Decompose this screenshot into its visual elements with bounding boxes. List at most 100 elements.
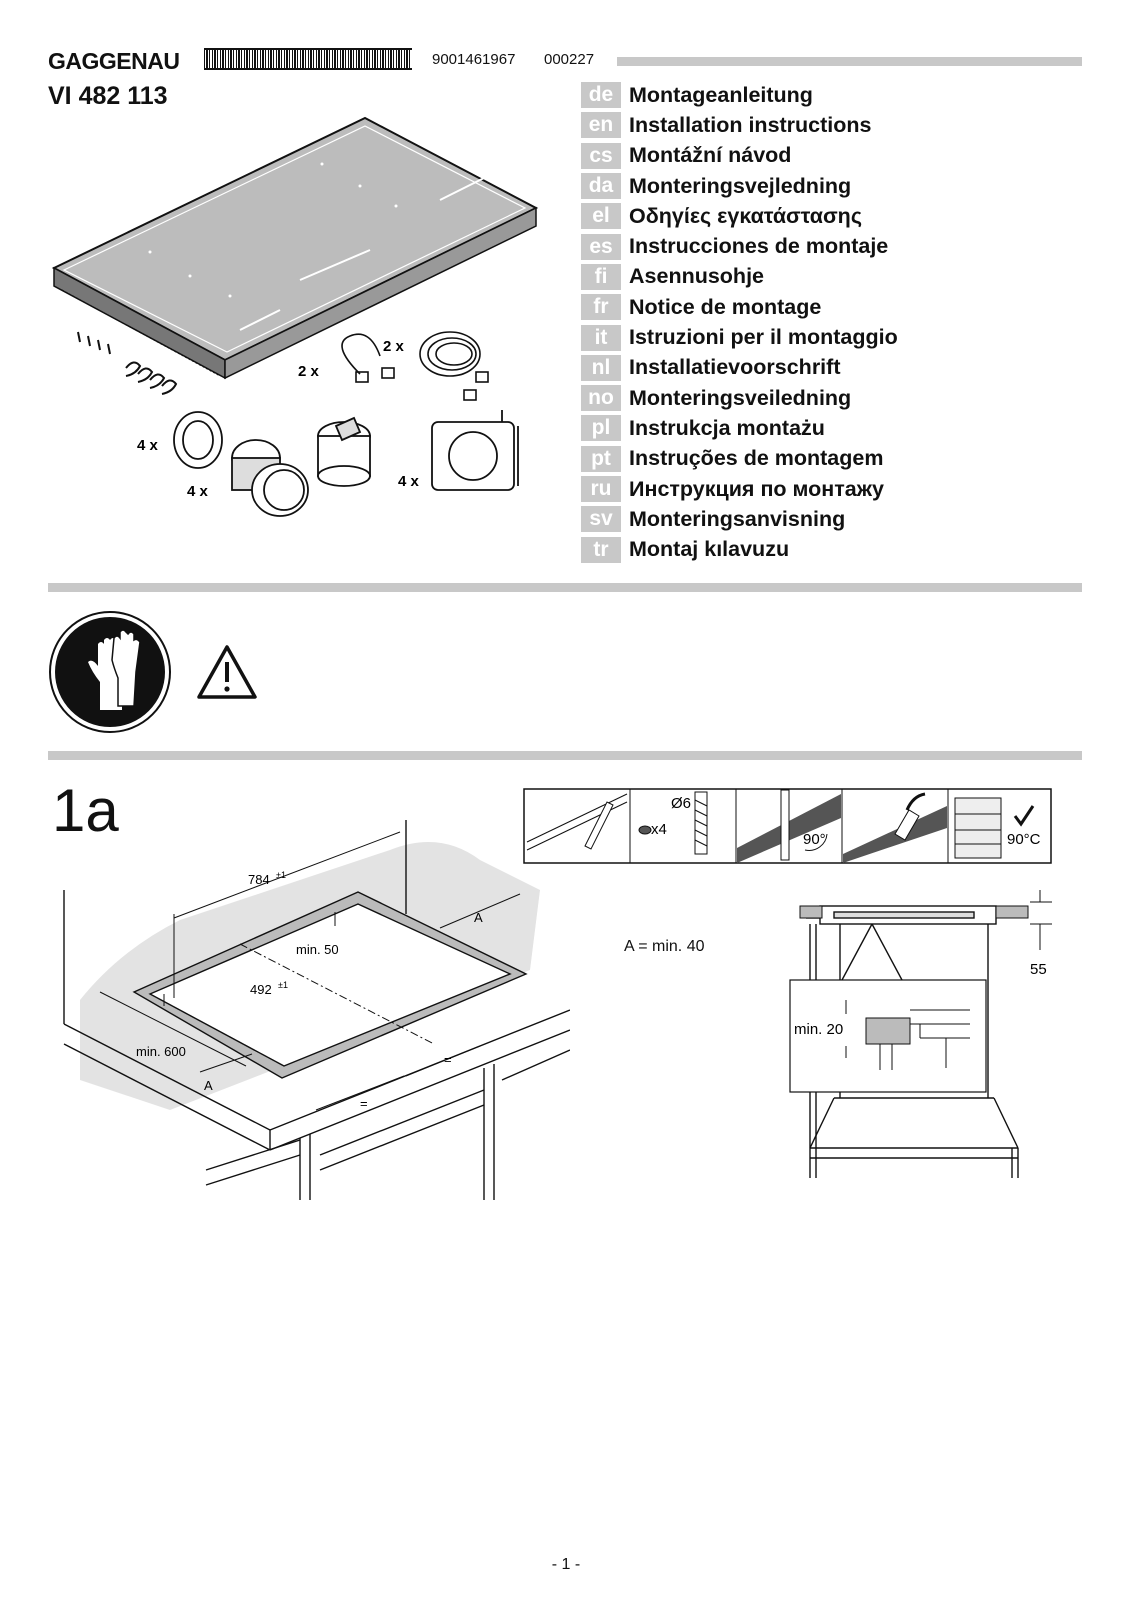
header-rule — [617, 57, 1082, 66]
detail-view — [789, 979, 987, 1093]
language-item: en Installation instructions — [581, 110, 941, 140]
language-title: Notice de montage — [629, 294, 822, 319]
saw-blade-icon — [737, 789, 841, 863]
warning-triangle-icon — [197, 645, 257, 699]
language-title: Monteringsveiledning — [629, 385, 852, 410]
language-code: en — [581, 112, 621, 139]
language-item: fr Notice de montage — [581, 292, 941, 322]
language-item: nl Installatievoorschrift — [581, 353, 941, 383]
knobs-qty: 4 x — [187, 483, 209, 500]
language-item: tr Montaj kılavuzu — [581, 534, 941, 564]
min-20-label: min. 20 — [794, 1021, 843, 1038]
cooktop-illustration — [51, 116, 539, 380]
language-code: ru — [581, 476, 621, 502]
mounting-clips-illustration — [125, 361, 178, 395]
language-title: Montážní návod — [629, 143, 792, 168]
language-code: da — [581, 173, 621, 200]
knob-holder-illustration — [317, 416, 371, 487]
language-code: el — [581, 203, 621, 230]
language-code: pl — [581, 415, 621, 442]
long-cable-illustration — [419, 331, 489, 401]
barcode-number: 9001461967 — [432, 51, 516, 68]
tool-instructions-strip: Ø6 x4 90° 90°C — [523, 788, 1052, 864]
language-item: pt Instruções de montagem — [581, 444, 941, 474]
worktop-cutout-diagram: 784 ±1 min. 50 492 ±1 min. 600 A A = = — [63, 820, 570, 1200]
section-rule — [48, 583, 1082, 592]
distance-note: A = min. 40 — [624, 938, 705, 955]
language-title: Οδηγίες εγκατάστασης — [629, 203, 862, 228]
distance-a-back: A — [474, 910, 483, 925]
cutout-width-tolerance: ±1 — [276, 870, 286, 880]
language-code: it — [581, 324, 621, 351]
heat-resistance: 90°C — [1007, 831, 1041, 848]
equal-spacing-left: = — [360, 1096, 368, 1111]
gloves-icon — [49, 611, 171, 733]
language-title: Monteringsvejledning — [629, 173, 852, 198]
distance-a-front: A — [204, 1078, 213, 1093]
scope-of-delivery-illustration: 2 x 2 x 4 x 4 x 4 x — [51, 116, 539, 517]
language-title: Instrukcja montażu — [629, 415, 825, 440]
language-item: ru Инструкция по монтажу — [581, 474, 941, 504]
step-label: 1a — [52, 777, 119, 844]
language-code: de — [581, 82, 621, 109]
language-code: tr — [581, 536, 621, 563]
plates-qty: 4 x — [398, 473, 420, 490]
rings-qty: 4 x — [137, 437, 159, 454]
language-item: cs Montážní návod — [581, 141, 941, 171]
language-item: pl Instrukcja montażu — [581, 413, 941, 443]
page-number: - 1 - — [551, 1556, 581, 1573]
marking-pencil-icon — [526, 793, 628, 851]
control-knob-illustration — [231, 439, 309, 517]
language-list: de Montageanleitung en Installation instru… — [581, 80, 941, 565]
language-item: de Montageanleitung — [581, 80, 941, 110]
language-title: Instruções de montagem — [629, 446, 884, 471]
language-title: Инструкция по монтажу — [629, 476, 884, 501]
saw-angle: 90° — [803, 831, 826, 848]
language-title: Montageanleitung — [629, 82, 813, 107]
language-title: Asennusohje — [629, 264, 764, 289]
short-cable-illustration — [341, 333, 395, 383]
language-code: fr — [581, 294, 621, 321]
mounting-plate-illustration — [431, 410, 519, 491]
language-item: da Monteringsvejledning — [581, 171, 941, 201]
section-rule — [48, 751, 1082, 760]
section-view-diagram: 55 min. 20 — [789, 890, 1052, 1178]
language-title: Montaj kılavuzu — [629, 537, 790, 562]
cutout-depth-tolerance: ±1 — [278, 980, 288, 990]
barcode — [204, 48, 412, 70]
language-item: it Istruzioni per il montaggio — [581, 322, 941, 352]
cables-short-qty: 2 x — [298, 363, 320, 380]
language-item: sv Monteringsanvisning — [581, 504, 941, 534]
language-code: pt — [581, 445, 621, 472]
language-code: es — [581, 233, 621, 260]
language-title: Installation instructions — [629, 112, 872, 137]
built-in-height: 55 — [1030, 961, 1047, 978]
cables-long-qty: 2 x — [383, 338, 405, 355]
language-title: Istruzioni per il montaggio — [629, 325, 898, 350]
cutout-width: 784 — [248, 872, 270, 887]
cutout-outline — [132, 891, 528, 1079]
min-600-label: min. 600 — [136, 1044, 186, 1059]
heat-resistant-furniture-icon — [954, 797, 1035, 859]
equal-spacing-right: = — [444, 1052, 452, 1067]
language-item: fi Asennusohje — [581, 262, 941, 292]
drill-bit-icon — [638, 791, 708, 855]
language-code: cs — [581, 142, 621, 169]
drill-diameter: Ø6 — [671, 795, 691, 812]
document-number: 000227 — [544, 51, 595, 68]
cutout-depth: 492 — [250, 982, 272, 997]
language-code: nl — [581, 354, 621, 381]
language-title: Instrucciones de montaje — [629, 234, 889, 259]
brand-logo: GAGGENAU — [48, 48, 180, 74]
language-title: Installatievoorschrift — [629, 355, 841, 380]
drill-count: x4 — [651, 821, 667, 838]
language-title: Monteringsanvisning — [629, 506, 846, 531]
language-code: fi — [581, 263, 621, 290]
nut-ring-illustration — [173, 411, 223, 469]
model-number: VI 482 113 — [48, 82, 168, 110]
language-code: sv — [581, 506, 621, 533]
language-item: es Instrucciones de montaje — [581, 231, 941, 261]
sealing-brush-icon — [843, 792, 947, 863]
language-item: el Οδηγίες εγκατάστασης — [581, 201, 941, 231]
